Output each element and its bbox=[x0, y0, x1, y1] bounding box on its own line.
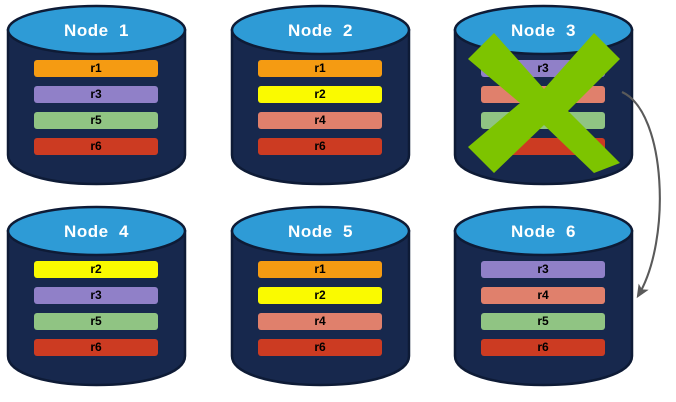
replica-label: r6 bbox=[90, 139, 102, 153]
replica-label: r5 bbox=[90, 314, 102, 328]
replica-bar-r6[interactable]: r6 bbox=[34, 339, 158, 356]
replica-label: r4 bbox=[314, 113, 326, 127]
replica-bar-r4[interactable]: r4 bbox=[481, 287, 605, 304]
replica-label: r3 bbox=[537, 61, 549, 75]
replica-bar-r5[interactable]: r5 bbox=[34, 313, 158, 330]
cylinder-top bbox=[6, 4, 187, 56]
replica-label: r6 bbox=[314, 139, 326, 153]
replica-label: r4 bbox=[537, 288, 549, 302]
replica-bar-r3[interactable]: r3 bbox=[34, 287, 158, 304]
replica-bar-list: r3 r4 r5 r6 bbox=[481, 261, 605, 365]
replica-bar-r1[interactable]: r1 bbox=[258, 60, 382, 77]
replica-bar-r2[interactable]: r2 bbox=[34, 261, 158, 278]
replica-bar-r3[interactable]: r3 bbox=[34, 86, 158, 103]
replica-bar-list: r1 r2 r4 r6 bbox=[258, 60, 382, 164]
replica-label: r1 bbox=[314, 61, 326, 75]
replica-bar-list: r3 r4 r5 r6 bbox=[481, 60, 605, 164]
replica-bar-r6[interactable]: r6 bbox=[258, 138, 382, 155]
replica-bar-r4[interactable]: r4 bbox=[258, 313, 382, 330]
replica-label: r3 bbox=[90, 288, 102, 302]
replica-label: r1 bbox=[314, 262, 326, 276]
replica-bar-r4[interactable]: r4 bbox=[481, 86, 605, 103]
replica-label: r5 bbox=[90, 113, 102, 127]
replica-label: r1 bbox=[90, 61, 102, 75]
cylinder-top bbox=[453, 205, 634, 257]
replica-bar-r4[interactable]: r4 bbox=[258, 112, 382, 129]
replica-label: r6 bbox=[314, 340, 326, 354]
replica-label: r6 bbox=[537, 340, 549, 354]
replica-label: r3 bbox=[537, 262, 549, 276]
replica-label: r2 bbox=[314, 87, 326, 101]
replica-label: r4 bbox=[314, 314, 326, 328]
replica-bar-r6[interactable]: r6 bbox=[34, 138, 158, 155]
replica-bar-r1[interactable]: r1 bbox=[34, 60, 158, 77]
replica-label: r6 bbox=[90, 340, 102, 354]
replica-label: r3 bbox=[90, 87, 102, 101]
replica-bar-r5[interactable]: r5 bbox=[481, 112, 605, 129]
cylinder-top bbox=[453, 4, 634, 56]
replica-bar-r2[interactable]: r2 bbox=[258, 86, 382, 103]
replica-bar-r6[interactable]: r6 bbox=[258, 339, 382, 356]
replica-bar-r2[interactable]: r2 bbox=[258, 287, 382, 304]
cylinder-top bbox=[230, 205, 411, 257]
replica-bar-list: r2 r3 r5 r6 bbox=[34, 261, 158, 365]
replica-bar-r6[interactable]: r6 bbox=[481, 339, 605, 356]
replica-bar-r3[interactable]: r3 bbox=[481, 60, 605, 77]
replica-label: r2 bbox=[314, 288, 326, 302]
replica-bar-r5[interactable]: r5 bbox=[481, 313, 605, 330]
node-3-cylinder[interactable]: Node 3r3r4r5r6 bbox=[452, 3, 635, 186]
cylinder-top bbox=[6, 205, 187, 257]
replica-label: r5 bbox=[537, 314, 549, 328]
replica-bar-list: r1 r3 r5 r6 bbox=[34, 60, 158, 164]
replica-bar-r1[interactable]: r1 bbox=[258, 261, 382, 278]
replica-label: r2 bbox=[90, 262, 102, 276]
replica-bar-r3[interactable]: r3 bbox=[481, 261, 605, 278]
replica-bar-list: r1 r2 r4 r6 bbox=[258, 261, 382, 365]
replica-bar-r5[interactable]: r5 bbox=[34, 112, 158, 129]
cylinder-top bbox=[230, 4, 411, 56]
replica-bar-r6[interactable]: r6 bbox=[481, 138, 605, 155]
